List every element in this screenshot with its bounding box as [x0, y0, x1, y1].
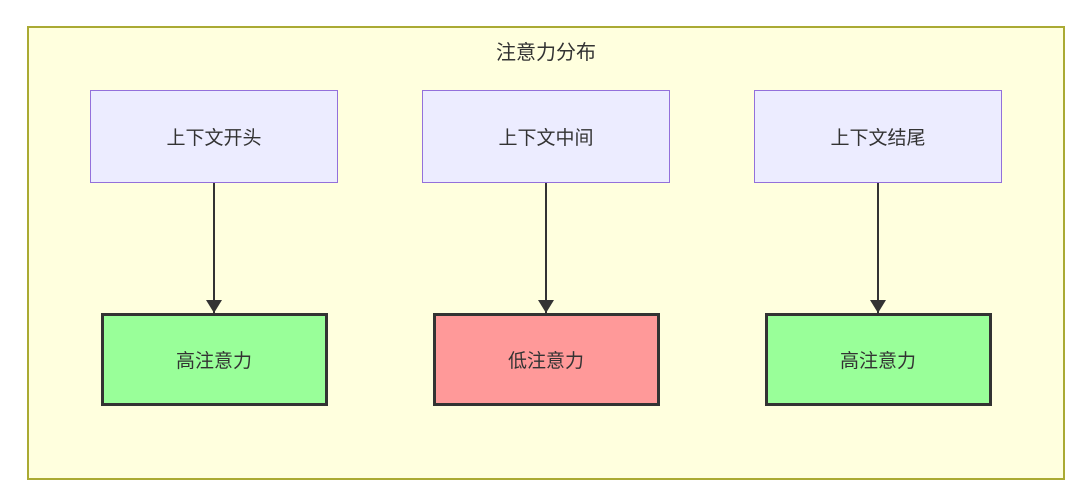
arrow-down-icon: [545, 183, 547, 313]
node-high-attention-right: 高注意力: [764, 313, 992, 406]
node-label: 低注意力: [507, 351, 584, 372]
column-context-end: 上下文结尾 高注意力: [754, 90, 1002, 406]
node-low-attention: 低注意力: [432, 313, 660, 406]
diagram-columns: 上下文开头 高注意力 上下文中间 低注意力 上下文结尾 高注意力: [29, 90, 1063, 406]
node-label: 上下文结尾: [830, 128, 926, 149]
node-context-start: 上下文开头: [90, 90, 338, 183]
arrow-down-icon: [877, 183, 879, 313]
node-high-attention-left: 高注意力: [100, 313, 328, 406]
column-context-middle: 上下文中间 低注意力: [422, 90, 670, 406]
node-label: 高注意力: [175, 351, 252, 372]
node-label: 上下文中间: [498, 128, 594, 149]
attention-distribution-diagram: 注意力分布 上下文开头 高注意力 上下文中间 低注意力 上下文结尾: [27, 26, 1065, 480]
node-label: 高注意力: [839, 351, 916, 372]
node-context-middle: 上下文中间: [422, 90, 670, 183]
diagram-title: 注意力分布: [496, 42, 596, 64]
arrow-down-icon: [213, 183, 215, 313]
node-label: 上下文开头: [166, 128, 262, 149]
column-context-start: 上下文开头 高注意力: [90, 90, 338, 406]
node-context-end: 上下文结尾: [754, 90, 1002, 183]
